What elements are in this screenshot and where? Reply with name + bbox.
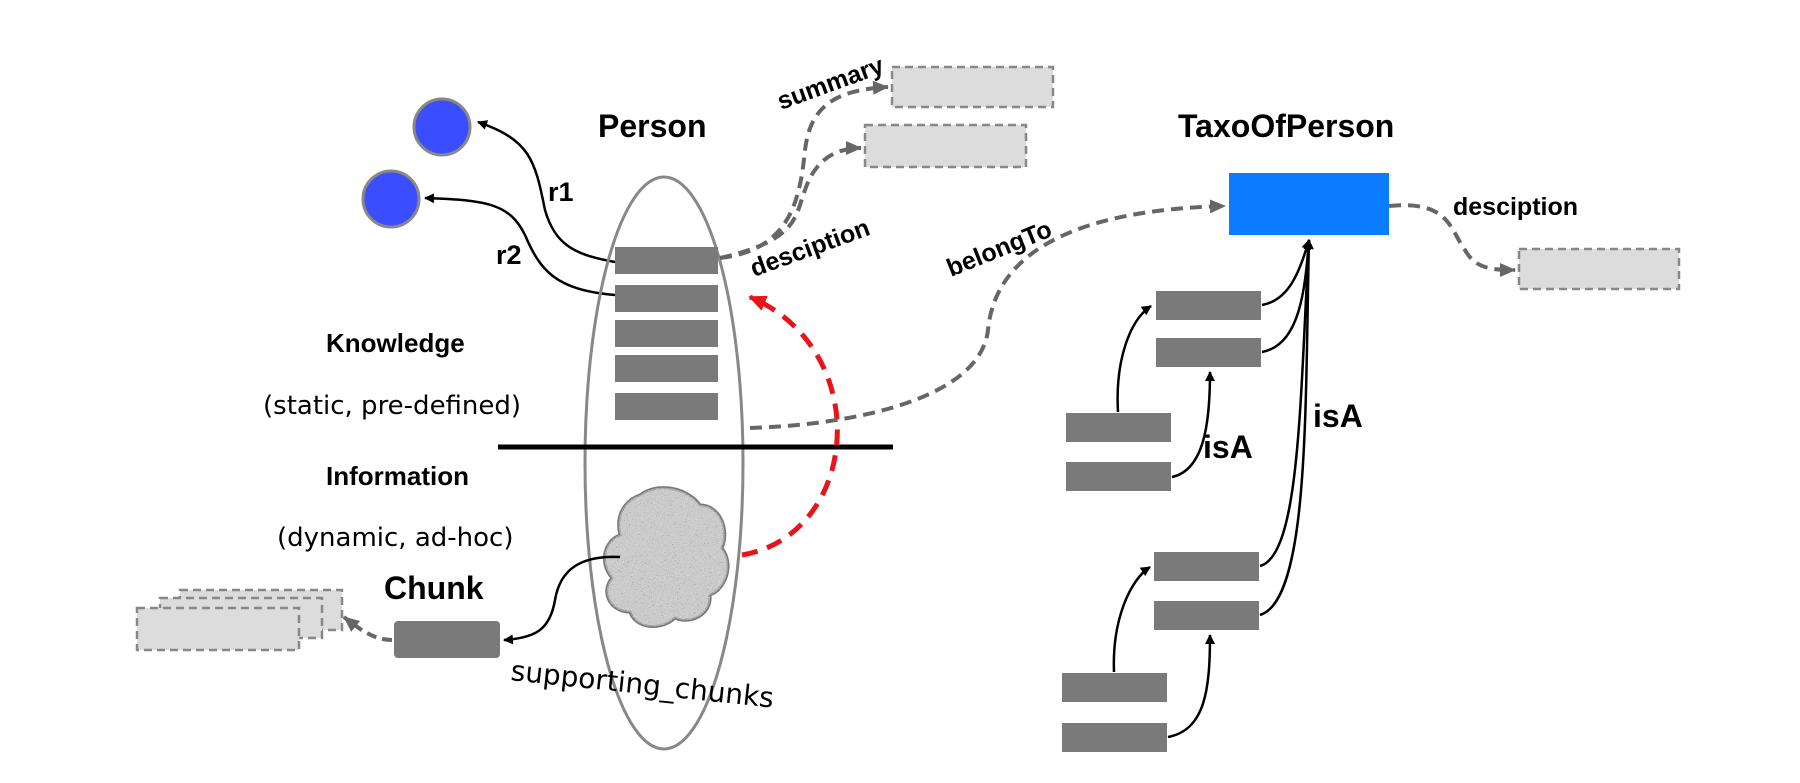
taxonomy-bar xyxy=(1156,338,1261,367)
summary-box xyxy=(890,65,1055,109)
extraction-arrow xyxy=(741,294,840,558)
person-description-label: desciption xyxy=(746,214,873,283)
knowledge-bar xyxy=(615,320,718,347)
isa-arrow xyxy=(1259,239,1314,617)
supporting-chunks-label: supporting_chunks xyxy=(509,654,775,714)
taxonomy-bar xyxy=(1062,723,1167,752)
knowledge-bar xyxy=(615,285,718,312)
isa-arrow xyxy=(1167,634,1215,739)
knowledge-bar xyxy=(615,247,718,274)
isa-arrow xyxy=(1261,239,1314,354)
description-arrow xyxy=(719,141,862,260)
entity-node-2 xyxy=(361,169,421,229)
r1-label: r1 xyxy=(548,177,574,207)
knowledge-label: Knowledge xyxy=(326,328,465,358)
taxo-of-person-box xyxy=(1229,173,1389,235)
belongto-label: belongTo xyxy=(943,215,1056,282)
taxonomy-bar xyxy=(1154,552,1259,581)
isa-label: isA xyxy=(1203,429,1253,465)
taxonomy-bar xyxy=(1066,462,1171,491)
information-label: Information xyxy=(326,461,469,491)
taxonomy-bar xyxy=(1156,291,1261,320)
isa-label: isA xyxy=(1313,398,1363,434)
isa-arrow xyxy=(1116,304,1152,413)
summary-label: summary xyxy=(773,51,887,115)
chunk-label: Chunk xyxy=(384,570,484,606)
person-ellipse xyxy=(583,175,745,751)
taxo-description-label: desciption xyxy=(1453,193,1578,221)
taxonomy-bar xyxy=(1066,413,1171,442)
information-note: (dynamic, ad-hoc) xyxy=(277,523,513,553)
noise-cloud-icon xyxy=(602,486,730,628)
description-box xyxy=(863,123,1028,169)
taxonomy-bar xyxy=(1062,673,1167,702)
taxo-of-person-label: TaxoOfPerson xyxy=(1178,108,1394,144)
knowledge-bar xyxy=(615,393,718,420)
isa-arrow xyxy=(1259,239,1314,568)
r2-arrow xyxy=(424,193,616,297)
chunk-box xyxy=(394,621,500,658)
r2-label: r2 xyxy=(496,240,522,270)
knowledge-note: (static, pre-defined) xyxy=(263,391,521,421)
chunk-to-stack-arrow xyxy=(342,615,393,642)
r1-arrow xyxy=(477,120,616,264)
taxonomy-bar xyxy=(1154,601,1259,630)
isa-arrow xyxy=(1171,371,1215,479)
supporting-chunks-arrow xyxy=(503,555,621,645)
knowledge-bar xyxy=(615,355,718,382)
taxo-description-box xyxy=(1517,247,1681,291)
chunk-stack-box xyxy=(135,606,301,652)
belongto-arrow xyxy=(749,199,1226,430)
person-label: Person xyxy=(598,108,706,144)
entity-node-1 xyxy=(412,97,472,157)
isa-arrow xyxy=(1112,565,1151,673)
